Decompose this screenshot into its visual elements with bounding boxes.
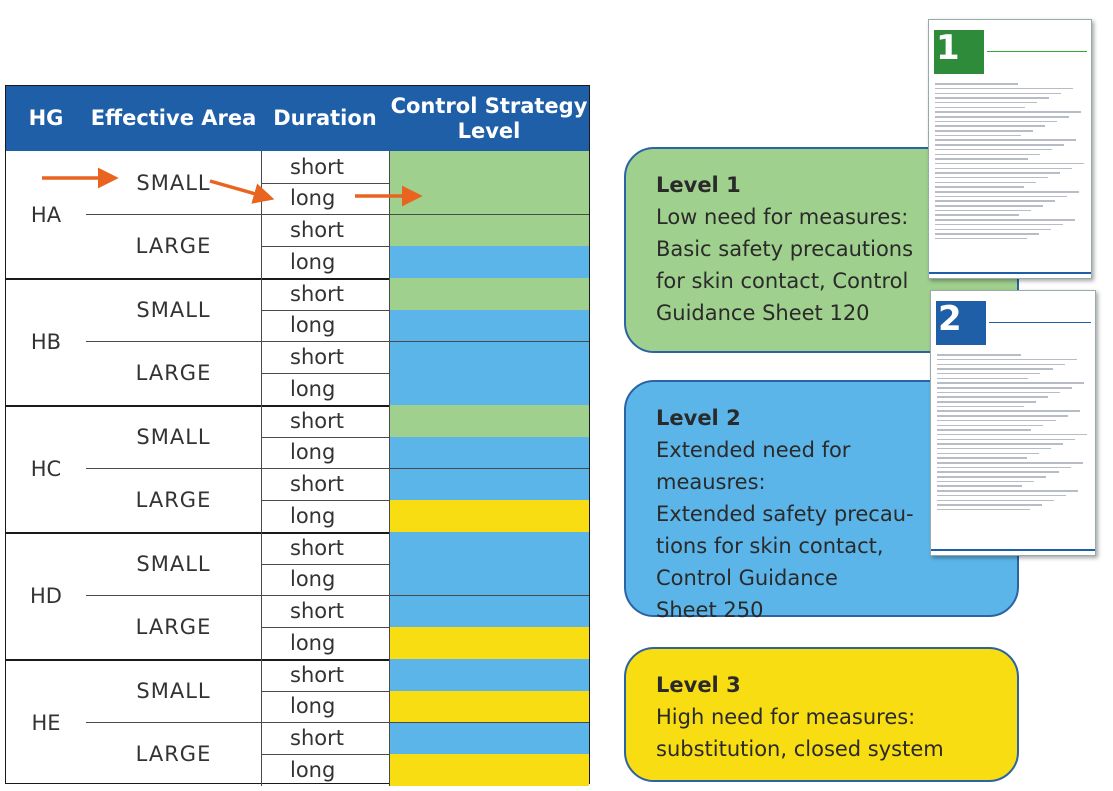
level-1-description-line: Basic safety precautions bbox=[656, 237, 914, 261]
effective-area-cell: LARGE bbox=[135, 615, 212, 639]
level-1-cell bbox=[389, 278, 589, 310]
duration-cell: short bbox=[290, 408, 344, 433]
duration-cell: short bbox=[290, 726, 344, 751]
duration-cell: long bbox=[290, 313, 336, 338]
duration-cell: short bbox=[290, 535, 344, 560]
level-1-cell bbox=[389, 182, 589, 214]
guidance-sheet-250-thumbnail: 2 bbox=[930, 290, 1096, 556]
hg-cell: HB bbox=[30, 329, 62, 354]
level-3-title: Level 3 bbox=[656, 673, 741, 697]
duration-cell: long bbox=[290, 440, 336, 465]
level-2-cell bbox=[389, 532, 589, 564]
duration-cell: long bbox=[290, 567, 336, 592]
level-3-description-line: High need for measures: bbox=[656, 705, 916, 729]
level-2-cell bbox=[389, 468, 589, 500]
level-1-cell bbox=[389, 405, 589, 437]
duration-cell: short bbox=[290, 345, 344, 370]
duration-cell: long bbox=[290, 249, 336, 274]
level-1-description-line: Low need for measures: bbox=[656, 205, 909, 229]
effective-area-cell: SMALL bbox=[136, 678, 211, 703]
level-1-title: Level 1 bbox=[656, 173, 741, 197]
effective-area-cell: LARGE bbox=[135, 488, 212, 512]
level-2-description-line: Extended need for bbox=[656, 438, 851, 462]
duration-cell: long bbox=[290, 376, 336, 401]
level-1-cell bbox=[389, 151, 589, 183]
effective-area-cell: SMALL bbox=[136, 551, 211, 576]
level-1-cell bbox=[389, 214, 589, 246]
duration-cell: long bbox=[290, 503, 336, 528]
header-duration: Duration bbox=[273, 106, 377, 130]
hg-cell: HA bbox=[30, 202, 62, 227]
level-1-description-line: Guidance Sheet 120 bbox=[656, 301, 870, 325]
level-3-cell bbox=[389, 754, 589, 786]
hg-cell: HE bbox=[31, 710, 61, 735]
table-header: HG Effective Area Duration Control Strat… bbox=[6, 86, 589, 151]
level-2-description-line: Extended safety precau- bbox=[656, 502, 914, 526]
level-1-description-line: for skin contact, Control bbox=[656, 269, 909, 293]
header-hg: HG bbox=[28, 106, 64, 130]
level-2-description-line: Control Guidance bbox=[656, 566, 838, 590]
control-strategy-table: HG Effective Area Duration Control Strat… bbox=[5, 85, 590, 786]
level-2-description-line: Sheet 250 bbox=[656, 598, 764, 622]
level-2-cell bbox=[389, 341, 589, 373]
effective-area-cell: LARGE bbox=[135, 234, 212, 258]
level-3-cell bbox=[389, 627, 589, 659]
sheet-number-block: 1 bbox=[934, 28, 984, 74]
duration-cell: short bbox=[290, 599, 344, 624]
duration-cell: long bbox=[290, 186, 336, 211]
sheet-text-lines bbox=[937, 351, 1089, 541]
level-2-description-line: meausres: bbox=[656, 470, 766, 494]
duration-cell: long bbox=[290, 694, 336, 719]
duration-cell: short bbox=[290, 218, 344, 243]
level-2-cell bbox=[389, 722, 589, 754]
effective-area-cell: LARGE bbox=[135, 742, 212, 766]
duration-cell: short bbox=[290, 662, 344, 687]
duration-cell: short bbox=[290, 281, 344, 306]
effective-area-cell: SMALL bbox=[136, 297, 211, 322]
effective-area-cell: SMALL bbox=[136, 424, 211, 449]
duration-cell: long bbox=[290, 630, 336, 655]
level-3-cell bbox=[389, 690, 589, 722]
duration-cell: long bbox=[290, 757, 336, 782]
header-effective-area: Effective Area bbox=[90, 106, 257, 130]
hg-cell: HD bbox=[30, 583, 62, 608]
guidance-sheet-120-thumbnail: 1 bbox=[928, 19, 1092, 279]
duration-cell: short bbox=[290, 472, 344, 497]
duration-cell: short bbox=[290, 154, 344, 179]
hg-cell: HC bbox=[30, 456, 62, 481]
level-2-cell bbox=[389, 246, 589, 278]
effective-area-cell: LARGE bbox=[135, 361, 212, 385]
sheet-number-block: 2 bbox=[936, 299, 986, 345]
level-2-cell bbox=[389, 563, 589, 595]
sheet-text-lines bbox=[935, 80, 1085, 264]
level-2-cell bbox=[389, 309, 589, 341]
level-2-cell bbox=[389, 436, 589, 468]
level-2-cell bbox=[389, 373, 589, 405]
effective-area-cell: SMALL bbox=[136, 170, 211, 195]
level-2-cell bbox=[389, 595, 589, 627]
level-3-description-line: substitution, closed system bbox=[656, 737, 944, 761]
level-3-cell bbox=[389, 500, 589, 532]
level-3-box: Level 3 High need for measures: substitut… bbox=[624, 647, 1019, 782]
level-2-description-line: tions for skin contact, bbox=[656, 534, 884, 558]
level-2-title: Level 2 bbox=[656, 406, 741, 430]
level-2-cell bbox=[389, 659, 589, 691]
